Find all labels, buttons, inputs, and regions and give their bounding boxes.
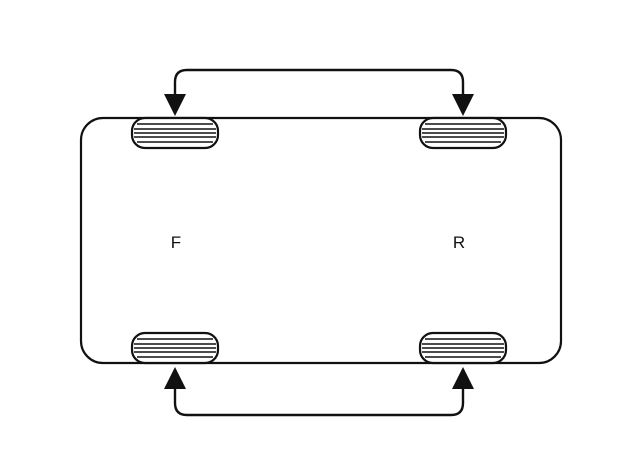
vehicle-body-outline <box>79 116 563 365</box>
bottom-rotation-arrow <box>164 367 474 417</box>
tire-front-left <box>130 116 220 150</box>
top-arrow-path <box>173 68 465 97</box>
rear-axle-label: R <box>453 233 465 252</box>
top-arrowhead-front <box>164 94 186 116</box>
top-rotation-arrow <box>164 68 474 116</box>
bottom-arrowhead-rear <box>452 367 474 389</box>
tire-rear-left <box>418 116 508 150</box>
bottom-arrow-path <box>173 386 465 417</box>
tire-front-right <box>130 331 220 365</box>
top-arrowhead-rear <box>452 94 474 116</box>
bottom-arrowhead-front <box>164 367 186 389</box>
tire-rear-right <box>418 331 508 365</box>
front-axle-label: F <box>171 233 181 252</box>
